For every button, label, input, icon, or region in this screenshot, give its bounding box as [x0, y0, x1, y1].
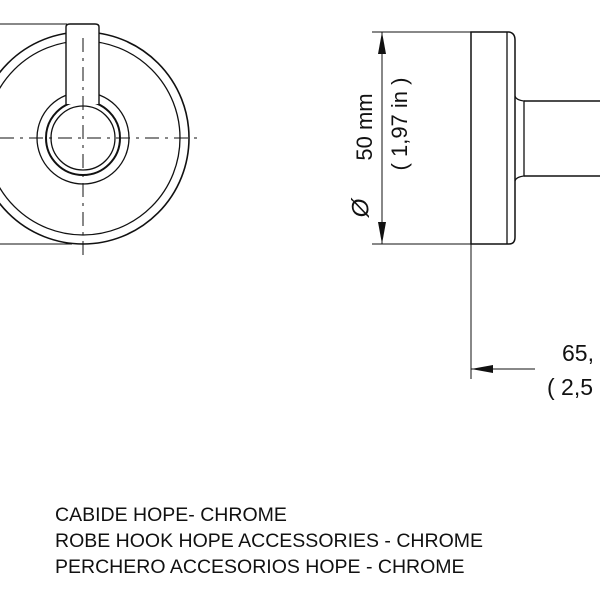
stem-flange [514, 95, 525, 182]
caption-english: ROBE HOOK HOPE ACCESSORIES - CHROME [55, 530, 483, 552]
arrow-top [378, 32, 386, 54]
diameter-symbol: Ø [347, 198, 375, 218]
caption-spanish: PERCHERO ACCESORIOS HOPE - CHROME [55, 556, 465, 578]
front-view [0, 23, 202, 260]
hook-arm [65, 23, 100, 104]
depth-in-label: ( 2,5 [547, 374, 594, 400]
side-view [372, 31, 600, 379]
rosette-side [470, 31, 516, 245]
diameter-mm-label: 50 mm [352, 93, 377, 161]
stem [524, 100, 600, 177]
arrow-bottom [378, 222, 386, 244]
diameter-in-label: ( 1,97 in ) [387, 77, 412, 171]
depth-mm-label: 65, [562, 340, 594, 366]
arrow-left [471, 365, 493, 373]
caption-portuguese: CABIDE HOPE- CHROME [55, 504, 287, 526]
